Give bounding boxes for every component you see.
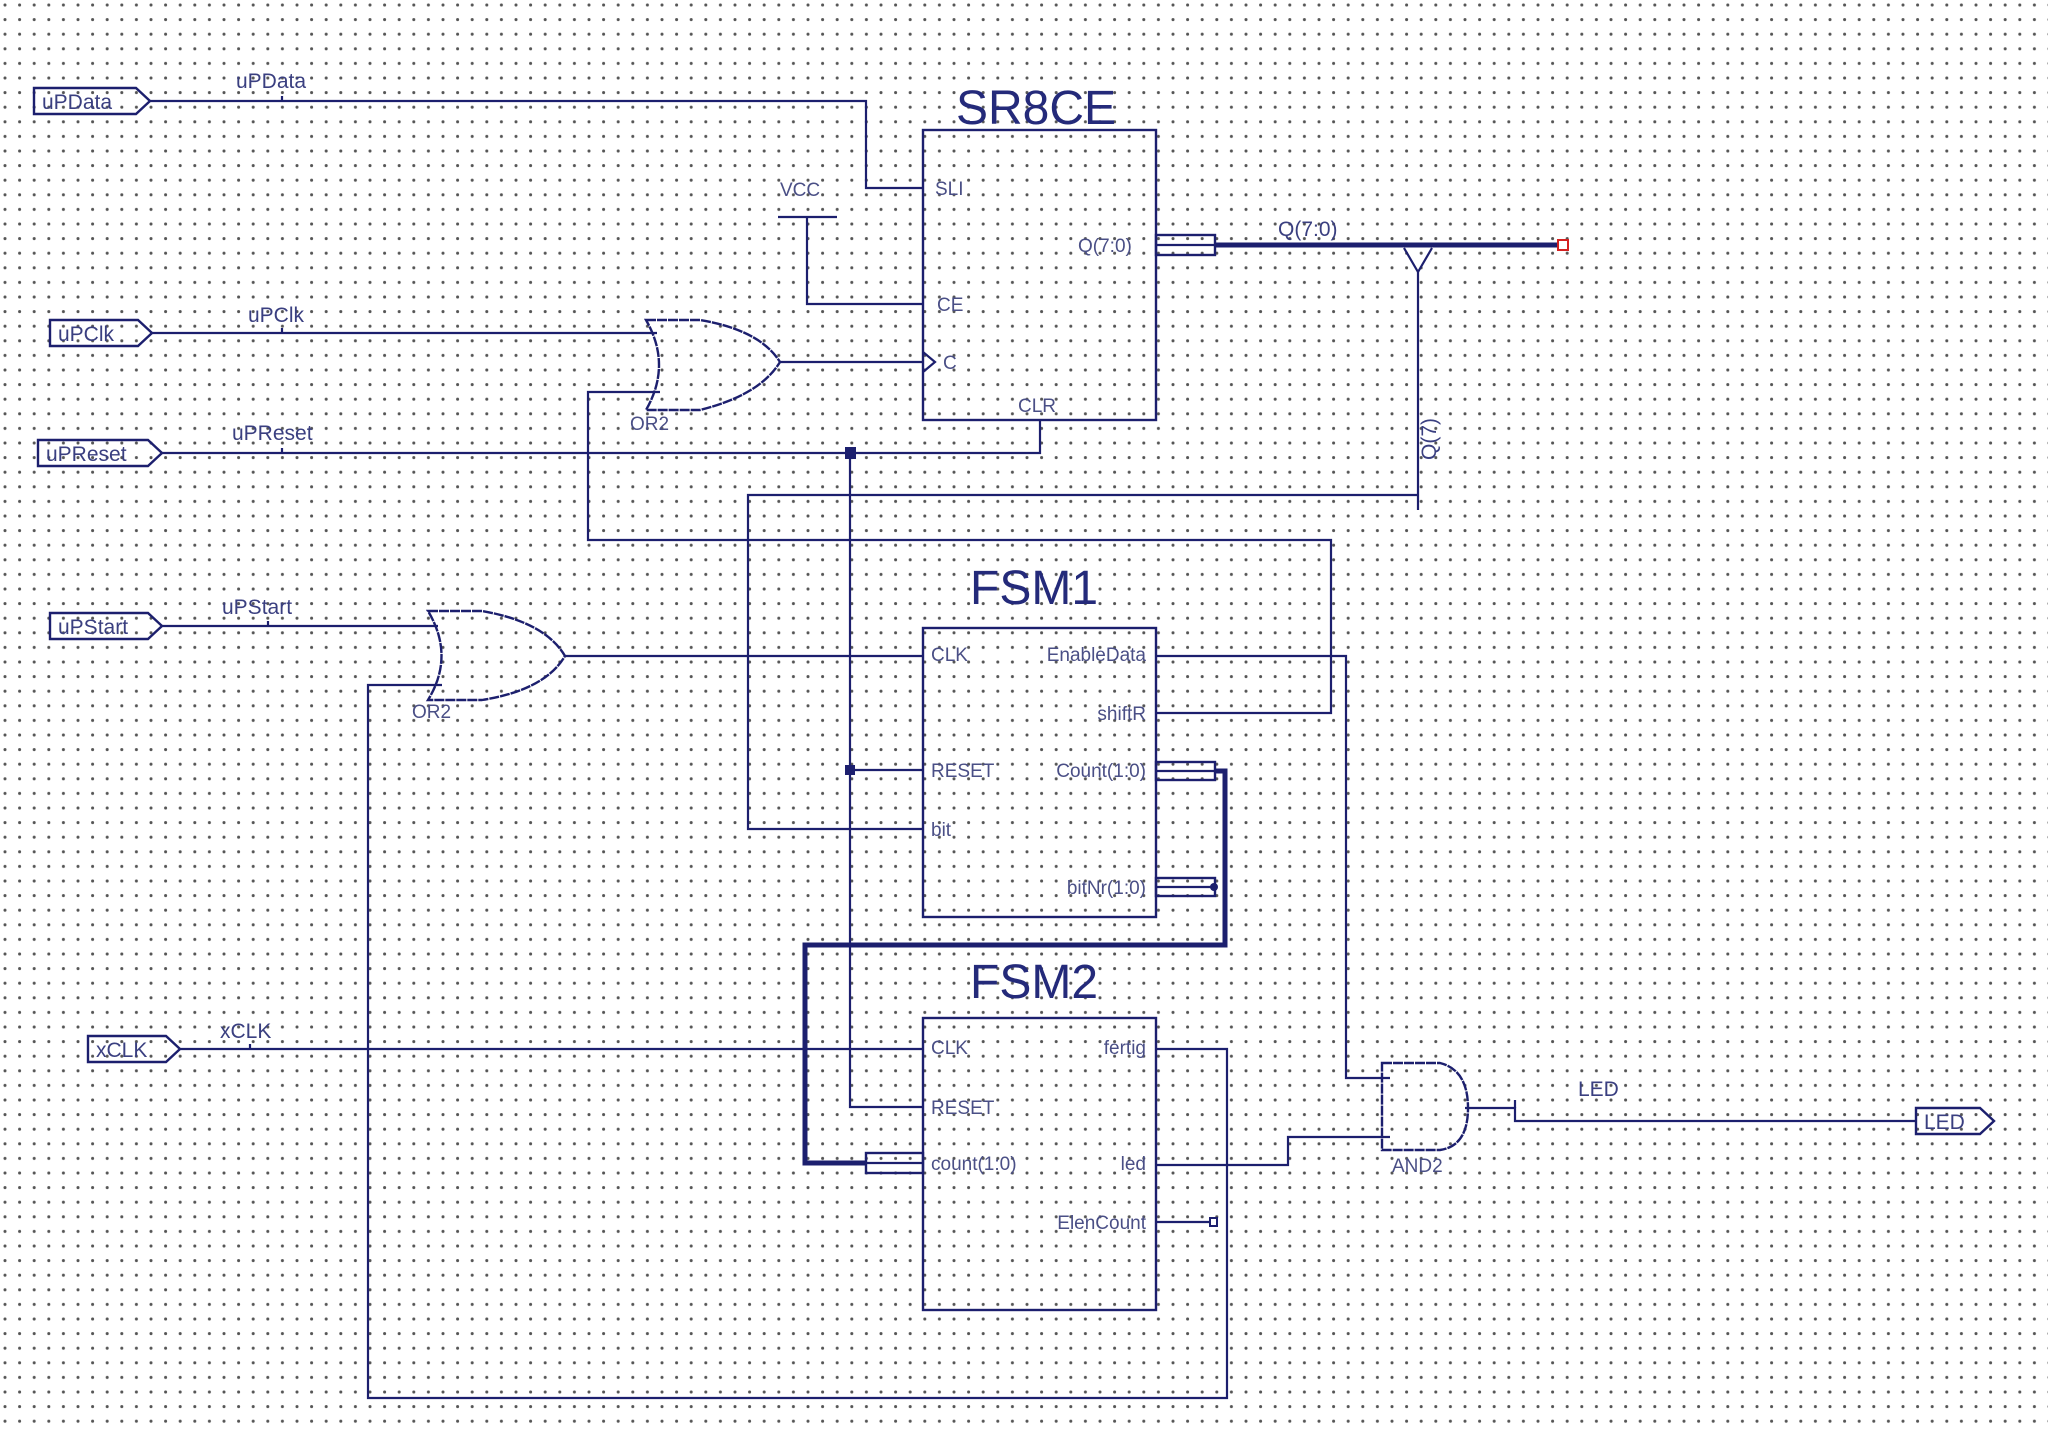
wire-uPReset <box>162 420 1042 455</box>
clock-triangle-icon <box>922 351 937 373</box>
fsm1-pin-bit: bit <box>931 820 952 841</box>
fsm2-pin-count: count(1:0) <box>931 1154 1017 1175</box>
fsm1-pin-Count: Count(1:0) <box>1056 761 1146 782</box>
input-marker-xCLK[interactable]: xCLK <box>86 1034 182 1064</box>
input-marker-uPReset-label: uPReset <box>46 443 127 466</box>
wire-led <box>1156 1135 1390 1167</box>
fsm2-pin-ElenCount: ElenCount <box>1057 1213 1146 1234</box>
input-marker-uPClk-label: uPClk <box>58 323 115 346</box>
fsm2-title: FSM2 <box>970 956 1098 1009</box>
input-marker-uPReset[interactable]: uPReset <box>36 438 164 468</box>
fsm1-pin-shiftR: shiftR <box>1097 704 1146 725</box>
sr8ce-pin-C: C <box>943 353 957 374</box>
fsm1-pin-bitNr: bitNr(1:0) <box>1067 878 1146 899</box>
junction-reset-fsm1 <box>845 765 855 775</box>
input-marker-uPClk[interactable]: uPClk <box>48 318 154 348</box>
wire-shiftR <box>586 390 1333 715</box>
input-marker-uPStart[interactable]: uPStart <box>48 611 164 641</box>
fsm2-pin-led: led <box>1121 1154 1146 1175</box>
wire-uPData <box>150 99 923 190</box>
and2-label: AND2 <box>1392 1156 1443 1177</box>
wire-reset-vertical <box>848 453 923 1109</box>
vcc-label: VCC <box>780 180 820 201</box>
fsm2-pin-fertig: fertig <box>1104 1038 1146 1059</box>
wire-LED <box>1465 1106 1916 1123</box>
and2-gate[interactable]: AND2 <box>1380 1061 1470 1177</box>
input-marker-uPData[interactable]: uPData <box>32 86 152 116</box>
sr8ce-title: SR8CE <box>956 82 1116 135</box>
input-marker-uPData-label: uPData <box>42 91 112 114</box>
wire-EnableData <box>1156 654 1390 1080</box>
input-marker-uPStart-label: uPStart <box>58 616 128 639</box>
net-label-Q-bus: Q(7:0) <box>1278 218 1338 241</box>
output-marker-LED-label: LED <box>1924 1111 1965 1134</box>
fsm1-pin-CLK: CLK <box>931 645 968 666</box>
net-label-xCLK: xCLK <box>220 1020 271 1043</box>
net-label-uPStart: uPStart <box>222 596 292 619</box>
net-label-uPReset: uPReset <box>232 422 313 445</box>
sr8ce-pin-Q: Q(7:0) <box>1078 236 1132 257</box>
sr8ce-pin-SLI: SLI <box>935 179 964 200</box>
net-label-uPData: uPData <box>236 70 306 93</box>
fsm1-pin-RESET: RESET <box>931 761 995 782</box>
open-end-ElenCount <box>1209 1217 1218 1227</box>
or2-gate-bottom[interactable]: OR2 <box>412 609 567 723</box>
fsm2-pin-RESET: RESET <box>931 1098 995 1119</box>
component-fsm2[interactable]: FSM2 CLK RESET count(1:0) fertig led Ele… <box>921 956 1158 1312</box>
net-label-LED: LED <box>1578 1078 1619 1101</box>
wire-Q7-route <box>746 493 1418 831</box>
sr8ce-pin-CE: CE <box>937 295 963 316</box>
component-fsm1[interactable]: FSM1 CLK RESET bit EnableData shiftR Cou… <box>921 562 1158 919</box>
wire-fertig <box>366 683 1229 1400</box>
fsm2-pin-CLK: CLK <box>931 1038 968 1059</box>
net-label-Q7: Q(7) <box>1418 418 1441 460</box>
or2-gate-top[interactable]: OR2 <box>630 318 782 435</box>
fsm1-title: FSM1 <box>970 562 1098 615</box>
component-sr8ce[interactable]: SR8CE SLI CE C CLR Q(7:0) <box>921 82 1158 422</box>
fsm1-pin-EnableData: EnableData <box>1047 645 1147 666</box>
bus-endpoint-marker <box>1557 239 1569 251</box>
net-label-uPClk: uPClk <box>248 304 305 327</box>
vcc-symbol <box>778 215 923 306</box>
input-marker-xCLK-label: xCLK <box>96 1039 147 1062</box>
junction-reset <box>845 447 856 459</box>
sr8ce-pin-CLR: CLR <box>1018 396 1056 417</box>
or2-top-label: OR2 <box>630 414 669 435</box>
output-marker-LED[interactable]: LED <box>1914 1106 1996 1136</box>
or2-bottom-label: OR2 <box>412 702 451 723</box>
